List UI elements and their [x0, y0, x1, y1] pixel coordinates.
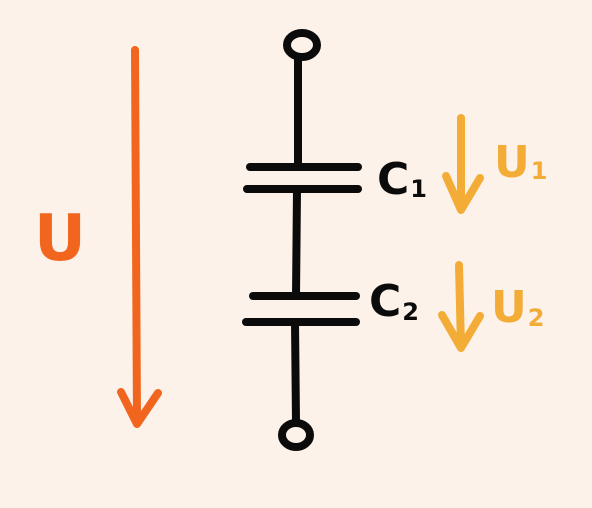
total-voltage-arrow [117, 46, 162, 428]
total-voltage-arrow-head [117, 388, 162, 428]
voltage-u1-index: 1 [531, 157, 548, 185]
bottom-lead [291, 318, 300, 426]
voltage-u1-letter: U [494, 137, 530, 188]
voltage-u1-label: U1 [494, 137, 547, 188]
bottom-terminal [278, 419, 314, 451]
capacitor-c2-label: C2 [369, 276, 419, 327]
capacitor-c1-index: 1 [410, 175, 427, 203]
voltage-u2-arrow-head [438, 311, 484, 352]
capacitor-c2-index: 2 [402, 298, 419, 326]
voltage-u2-label: U2 [491, 282, 544, 333]
total-voltage-arrow-shaft [131, 46, 141, 427]
capacitor-c2-letter: C [369, 276, 401, 327]
voltage-u2-letter: U [491, 282, 527, 333]
voltage-u2-index: 2 [528, 304, 545, 332]
voltage-u1-arrow [442, 114, 484, 214]
middle-lead [292, 185, 301, 300]
voltage-u2-arrow-shaft [455, 261, 465, 351]
circuit [242, 29, 362, 451]
capacitor-c1-letter: C [377, 154, 409, 205]
capacitor-c1-label: C1 [377, 154, 427, 205]
total-voltage-label: U [34, 202, 86, 276]
voltage-u2-arrow [438, 261, 484, 352]
voltage-u1-arrow-head [442, 172, 484, 214]
